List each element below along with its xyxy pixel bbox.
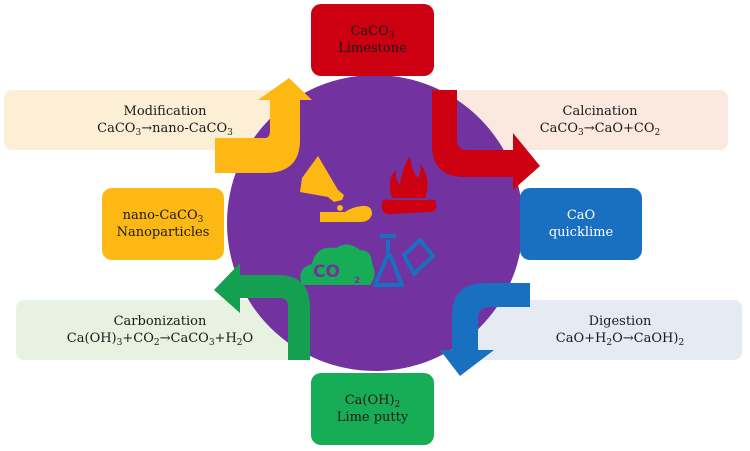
quicklime-box-bg xyxy=(520,188,642,260)
modification-title: Modification xyxy=(123,104,207,119)
carbonization-title: Carbonization xyxy=(113,314,207,329)
process-box-carbonization-bg xyxy=(16,300,306,360)
process-calcination[interactable]: Calcination CaCO3→CaO+CO2 xyxy=(500,90,700,150)
carbonization-equation: Ca(OH)3+CO2→CaCO3+H2O xyxy=(66,331,254,348)
nanoparticles-box[interactable]: nano-CaCO3 Nanoparticles xyxy=(102,188,224,260)
limestone-box-bg xyxy=(311,4,434,76)
co2-cloud-sub: 2 xyxy=(354,276,360,286)
nanoparticles-box-bg xyxy=(102,188,224,260)
arrow-digestion xyxy=(440,283,530,376)
lab-flasks-icon xyxy=(373,234,435,287)
limestone-formula: CaCO3 xyxy=(350,24,395,41)
arrow-modification xyxy=(215,78,312,173)
quicklime-name: quicklime xyxy=(548,225,614,240)
arrow-calcination xyxy=(432,90,540,190)
process-carbonization[interactable]: Carbonization Ca(OH)3+CO2→CaCO3+H2O xyxy=(40,300,280,360)
digestion-equation: CaO+H2O→CaOH)2 xyxy=(555,331,685,348)
process-digestion[interactable]: Digestion CaO+H2O→CaOH)2 xyxy=(520,300,720,360)
limestone-box[interactable]: CaCO3 Limestone xyxy=(311,4,434,76)
lime-putty-box-bg xyxy=(311,373,434,445)
lime-putty-box[interactable]: Ca(OH)2 Lime putty xyxy=(311,373,434,445)
limestone-name: Limestone xyxy=(338,41,407,56)
quicklime-formula: CaO xyxy=(566,208,596,223)
process-modification[interactable]: Modification CaCO3→nano-CaCO3 xyxy=(60,90,270,150)
process-box-calcination-bg xyxy=(455,90,728,150)
lime-putty-formula: Ca(OH)2 xyxy=(344,393,401,410)
nanoparticles-name: Nanoparticles xyxy=(116,225,210,240)
calcination-equation: CaCO3→CaO+CO2 xyxy=(539,121,661,138)
nanoparticles-formula: nano-CaCO3 xyxy=(122,208,204,225)
process-box-modification-bg xyxy=(4,90,304,150)
pouring-flask-icon xyxy=(300,156,372,222)
digestion-title: Digestion xyxy=(588,314,652,329)
co2-cloud-label: CO xyxy=(313,262,340,282)
lime-putty-name: Lime putty xyxy=(336,410,409,425)
quicklime-box[interactable]: CaO quicklime xyxy=(520,188,642,260)
modification-equation: CaCO3→nano-CaCO3 xyxy=(97,121,233,138)
calcination-title: Calcination xyxy=(562,104,638,119)
process-box-digestion-bg xyxy=(470,300,742,360)
flame-icon xyxy=(381,156,437,214)
arrow-carbonization xyxy=(214,263,310,360)
co2-cloud-icon: CO 2 xyxy=(300,244,375,286)
